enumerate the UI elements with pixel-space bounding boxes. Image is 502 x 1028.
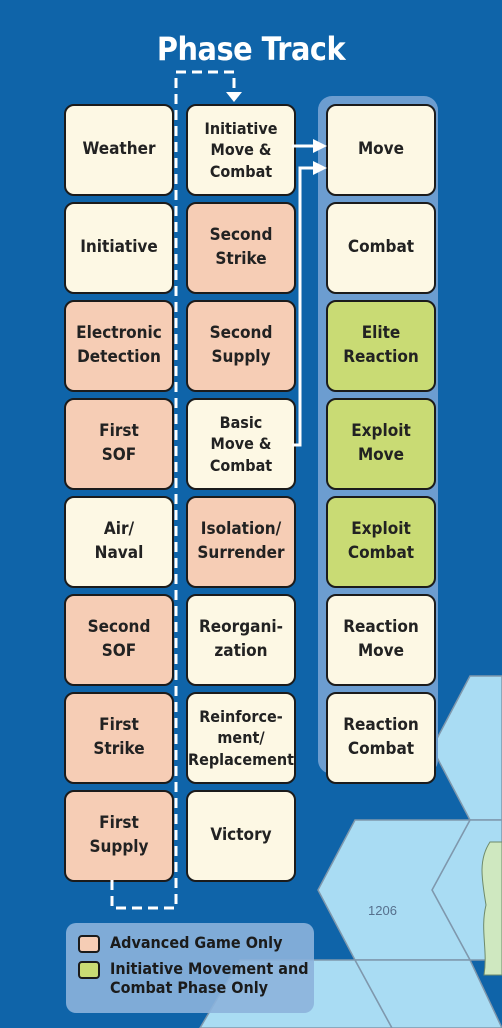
phase-box: Weather [64, 104, 174, 196]
phase-box: Isolation/ Surrender [186, 496, 296, 588]
phase-box: Second Supply [186, 300, 296, 392]
phase-box: Reaction Combat [326, 692, 436, 784]
legend: Advanced Game Only Initiative Movement a… [66, 923, 314, 1013]
phase-box: Electronic Detection [64, 300, 174, 392]
hex-number: 1206 [368, 903, 397, 918]
legend-item: Advanced Game Only [78, 933, 283, 953]
phase-box: First Strike [64, 692, 174, 784]
phase-box: Exploit Move [326, 398, 436, 490]
phase-box: Move [326, 104, 436, 196]
legend-label: Advanced Game Only [110, 933, 283, 952]
phase-box: Reinforce- ment/ Replacement [186, 692, 296, 784]
phase-box: Second Strike [186, 202, 296, 294]
phase-box: First SOF [64, 398, 174, 490]
legend-swatch [78, 961, 100, 979]
phase-box: Reorgani- zation [186, 594, 296, 686]
phase-box: Second SOF [64, 594, 174, 686]
phase-box: Exploit Combat [326, 496, 436, 588]
phase-box: Basic Move & Combat [186, 398, 296, 490]
phase-box: Victory [186, 790, 296, 882]
map-hex [353, 959, 502, 1028]
map-hex [431, 675, 502, 821]
phase-box: Initiative [64, 202, 174, 294]
phase-box: Combat [326, 202, 436, 294]
legend-item: Initiative Movement and Combat Phase Onl… [78, 959, 309, 997]
phase-box: Reaction Move [326, 594, 436, 686]
phase-box: First Supply [64, 790, 174, 882]
phase-box: Elite Reaction [326, 300, 436, 392]
island-shape [481, 841, 502, 976]
phase-box: Initiative Move & Combat [186, 104, 296, 196]
legend-swatch [78, 935, 100, 953]
page-title: Phase Track [156, 30, 346, 68]
legend-label: Initiative Movement and Combat Phase Onl… [110, 959, 309, 998]
phase-box: Air/ Naval [64, 496, 174, 588]
